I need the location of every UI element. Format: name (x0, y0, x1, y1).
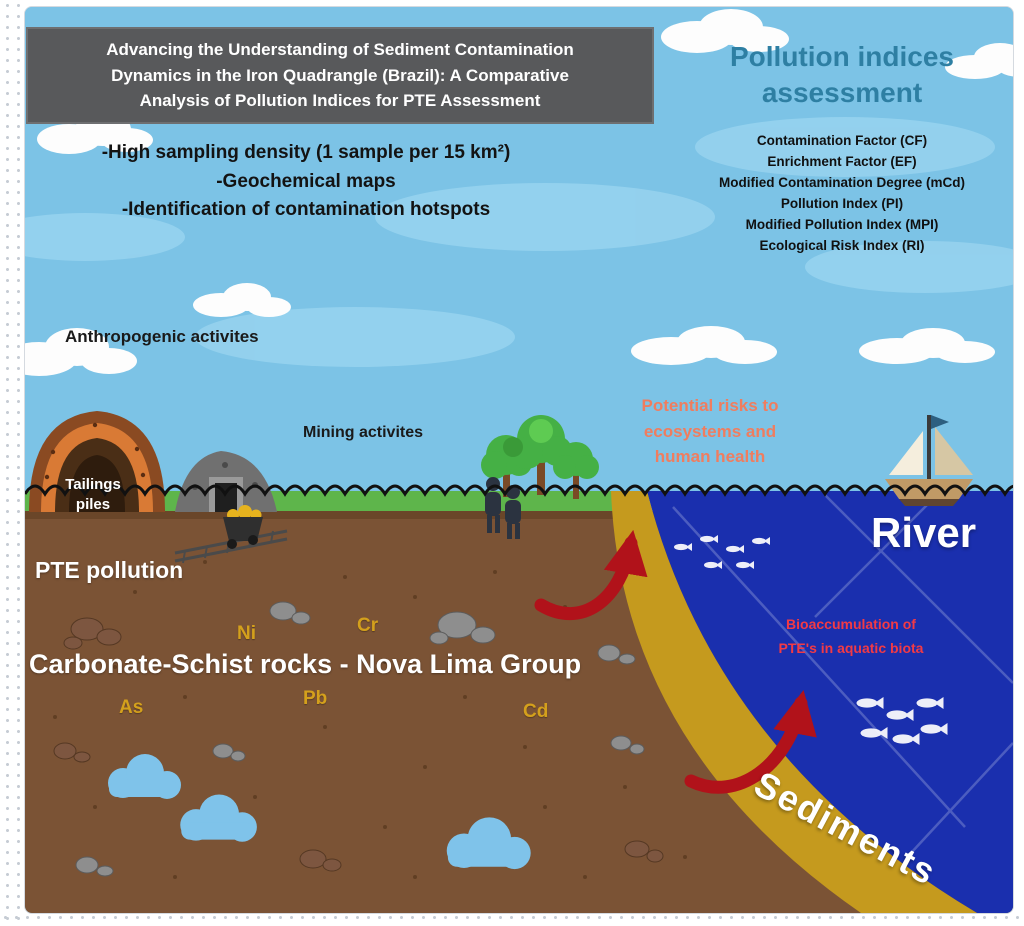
cloud-icon (25, 9, 1013, 376)
tailings-line-2: piles (75, 496, 111, 514)
pollution-indices-heading: Pollution indices assessment (673, 39, 1011, 112)
river-label: River (871, 509, 977, 556)
title-line-1: Advancing the Understanding of Sediment … (106, 40, 574, 59)
risks-line-2: ecosystems and (643, 421, 777, 441)
risks-line-3: human health (654, 447, 766, 466)
tailings-piles-label: Tailings piles (51, 475, 135, 516)
rock-formation-label: Carbonate-Schist rocks - Nova Lima Group (29, 649, 582, 679)
pte-pollution-label: PTE pollution (35, 557, 184, 583)
element-label-as: As (119, 697, 144, 718)
river-facet-lines (672, 494, 1013, 854)
title-line-2: Dynamics in the Iron Quadrangle (Brazil)… (111, 65, 569, 85)
element-label-cd: Cd (523, 701, 549, 722)
element-label-pb: Pb (303, 688, 328, 709)
sediments-band-shape (611, 491, 977, 913)
dotted-border-bottom (0, 912, 1024, 926)
title-line-3: Analysis of Pollution Indices for PTE As… (139, 91, 541, 110)
soil-speckles (53, 560, 687, 879)
bio-line-2: PTE's in aquatic biota (778, 639, 924, 656)
highlight-line-2: -Geochemical maps (216, 170, 396, 192)
tree-icon (481, 415, 599, 499)
index-item: Modified Contamination Degree (mCd) (719, 174, 965, 190)
index-item: Enrichment Factor (EF) (767, 153, 917, 169)
index-item: Modified Pollution Index (MPI) (745, 216, 939, 232)
paper-title: Advancing the Understanding of Sediment … (26, 27, 654, 124)
potential-risks-label: Potential risks to ecosystems and human … (601, 393, 819, 470)
bioaccumulation-label: Bioaccumulation of PTE's in aquatic biot… (735, 613, 967, 661)
mining-activities-label: Mining activites (303, 424, 424, 441)
element-label-ni: Ni (237, 623, 256, 644)
tailings-line-1: Tailings (65, 476, 121, 493)
indices-heading-line-1: Pollution indices (729, 41, 954, 72)
anthropogenic-activities-label: Anthropogenic activites (65, 327, 259, 346)
index-item: Ecological Risk Index (RI) (759, 237, 925, 253)
pollution-indices-list: Contamination Factor (CF) Enrichment Fac… (673, 131, 1011, 257)
bio-line-1: Bioaccumulation of (786, 616, 916, 632)
rock-cluster-icon (53, 601, 664, 877)
highlight-line-1: -High sampling density (1 sample per 15 … (101, 142, 511, 163)
dotted-border-left (2, 0, 20, 926)
illustration-scene: Advancing the Understanding of Sediment … (24, 6, 1014, 914)
highlight-line-3: -Identification of contamination hotspot… (121, 199, 491, 220)
red-arrow-icon (534, 529, 817, 794)
element-label-cr: Cr (357, 615, 379, 636)
indices-heading-line-2: assessment (761, 77, 923, 109)
ground-wavy-line (25, 484, 1013, 497)
river-shape (647, 491, 1013, 913)
minecart-icon (223, 505, 263, 549)
risks-line-1: Potential risks to (641, 396, 779, 415)
study-highlights: -High sampling density (1 sample per 15 … (39, 139, 573, 225)
index-item: Contamination Factor (CF) (756, 133, 928, 148)
index-item: Pollution Index (PI) (780, 195, 904, 211)
